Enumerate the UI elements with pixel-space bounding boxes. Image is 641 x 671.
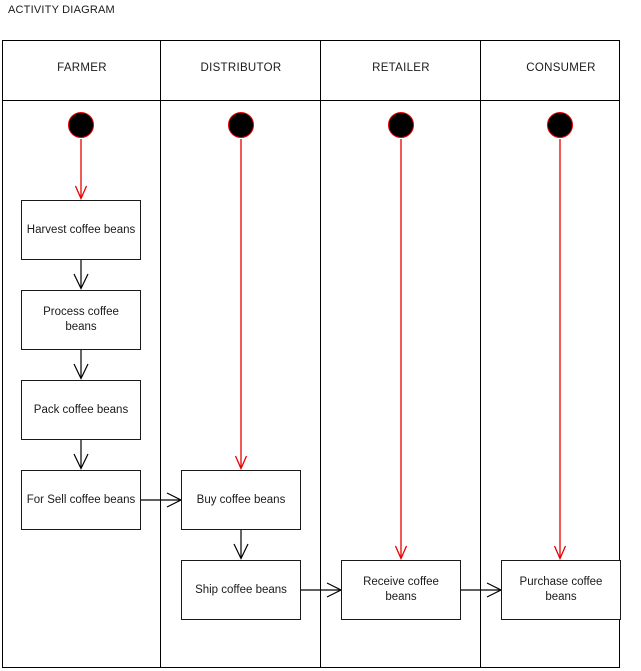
activity-pack-coffee-beans[interactable]: Pack coffee beans [21, 380, 141, 440]
activity-buy-coffee-beans[interactable]: Buy coffee beans [181, 470, 301, 530]
swimlane-frame [2, 40, 620, 668]
start-node-consumer-icon [547, 112, 573, 138]
lane-divider-retailer-consumer [480, 40, 481, 668]
lane-header-retailer: RETAILER [372, 62, 430, 74]
lane-header-consumer: CONSUMER [526, 62, 596, 74]
activity-for-sell-coffee-beans[interactable]: For Sell coffee beans [21, 470, 141, 530]
activity-ship-coffee-beans[interactable]: Ship coffee beans [181, 560, 301, 620]
start-node-farmer-icon [68, 112, 94, 138]
lane-header-distributor: DISTRIBUTOR [200, 62, 282, 74]
activity-harvest-coffee-beans[interactable]: Harvest coffee beans [21, 200, 141, 260]
start-node-retailer-icon [388, 112, 414, 138]
lane-header-divider [2, 100, 620, 101]
lane-divider-distributor-retailer [320, 40, 321, 668]
lane-divider-farmer-distributor [160, 40, 161, 668]
activity-purchase-coffee-beans[interactable]: Purchase coffee beans [501, 560, 621, 620]
page-title: ACTIVITY DIAGRAM [8, 4, 115, 16]
activity-receive-coffee-beans[interactable]: Receive coffee beans [341, 560, 461, 620]
lane-header-farmer: FARMER [57, 62, 107, 74]
activity-process-coffee-beans[interactable]: Process coffee beans [21, 290, 141, 350]
start-node-distributor-icon [228, 112, 254, 138]
